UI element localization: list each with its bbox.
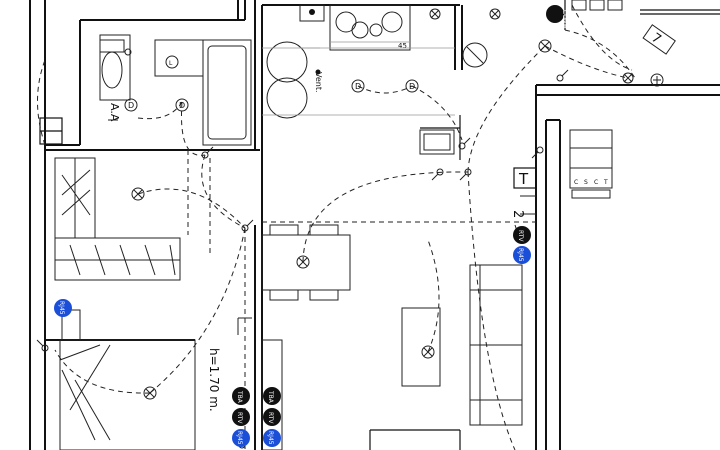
switch-icon [36,339,49,352]
downlight-icon: D [124,98,138,112]
tba-socket-icon [232,387,250,405]
switch-icon [556,69,569,82]
switch-icon [201,146,214,159]
ceiling-light-icon [489,8,501,20]
meter-label-c2: C [594,179,598,186]
switch-icon [431,168,444,181]
tba-label: TBA [236,390,243,404]
ac-label: A.A [108,103,121,122]
downlight-icon: D [351,79,365,93]
downlight-icon: D [405,79,419,93]
tba-label: TBA [267,390,274,404]
downlight-label: D [355,82,361,91]
walls [29,0,720,450]
sink [154,39,204,77]
light-fixtures [131,8,634,400]
bathroom: L A.A [99,34,252,146]
telecom-label: T [518,170,529,188]
height-annotation: h=1.70 m. [207,348,221,412]
switch-icon [241,219,254,232]
dining-area [261,224,523,450]
kitchen-counter [419,129,455,155]
rj45-label: RJ45 [58,301,65,315]
coffee-table [401,307,441,387]
rj45-label: RJ45 [236,431,243,445]
ceiling-light-icon [538,39,552,53]
tba-socket-icon [263,387,281,405]
switch-icon [459,168,472,181]
rtv-label: RTV [236,412,243,424]
ceiling-light-icon [622,72,634,84]
conm-socket-icon [546,5,564,23]
vent-label: Vent. [314,72,323,93]
conm-label: CONM [561,10,568,29]
switches [36,69,569,449]
rtv-label: RTV [517,230,524,242]
socket-group-center: TBA RTV RJ45 [263,387,281,447]
meter-label-s: S [584,179,588,186]
dining-table [261,234,351,291]
rj45-socket-icon [54,299,72,317]
socket-group-right: RTV RJ45 [513,226,531,264]
rtv-socket-icon [263,408,281,426]
bedroom [59,309,252,450]
socket-group-left: RJ45 [54,299,72,317]
rj45-label: RJ45 [267,431,274,445]
switch-icon [458,137,471,150]
ceiling-light-icon [296,255,310,269]
bed [59,339,196,450]
ceiling-light-icon [131,187,145,201]
rtv-label: RTV [267,412,274,424]
marker-2: 2 [510,210,525,218]
downlight-icon: D [175,98,189,112]
downlights: D D D D [124,79,419,112]
meter-label-c1: C [574,179,578,186]
rj45-label: RJ45 [517,248,524,262]
kitchen: 45 Vent. [262,4,488,160]
ceiling-light-icon [143,386,157,400]
socket-group-center-left: TBA RTV RJ45 [232,387,250,447]
ceiling-light-icon [429,8,441,20]
dim-45: 45 [398,42,407,50]
rj45-socket-icon [513,246,531,264]
rj45-socket-icon [232,429,250,447]
downlight-label: D [179,101,185,110]
sink-label: L [169,60,173,67]
rtv-socket-icon [232,408,250,426]
meter-column: C S C T [569,129,613,199]
telecom-box: T 2 [510,167,537,218]
meter-label-t: T [603,179,608,186]
bathtub [202,39,252,146]
switch-icon [531,146,544,159]
downlight-label: D [128,101,134,110]
downlight-label: D [409,82,415,91]
wiring [37,4,633,450]
toilet-icon [101,51,123,89]
ceiling-light-icon [421,345,435,359]
board-number: 7 [648,30,663,47]
rj45-socket-icon [263,429,281,447]
rtv-socket-icon [513,226,531,244]
wardrobe [54,157,181,281]
